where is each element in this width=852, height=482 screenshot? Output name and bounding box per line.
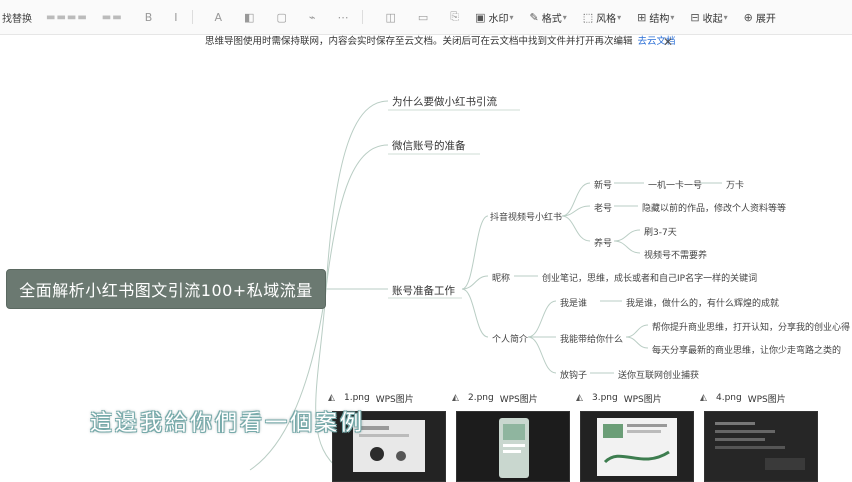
image-file-icon: ◭ xyxy=(700,393,707,403)
node-who-detail[interactable]: 我是谁，做什么的，有什么辉煌的成就 xyxy=(626,299,780,309)
attachment-filename: 4.png xyxy=(716,393,742,403)
node-nickname[interactable]: 昵称 xyxy=(492,274,511,284)
attachment-app: WPS图片 xyxy=(499,394,538,405)
attachment-filename: 1.png xyxy=(344,393,370,403)
border-icon[interactable]: ▢ xyxy=(276,10,287,24)
node-nickname-detail[interactable]: 创业笔记，思维，成长或者和自己IP名字一样的关键词 xyxy=(542,274,758,284)
chevron-down-icon: ▾ xyxy=(670,12,675,22)
node-new-account[interactable]: 新号 xyxy=(594,181,613,191)
node-hook[interactable]: 放钩子 xyxy=(560,371,588,381)
cloud-docs-link[interactable]: 去云文档 xyxy=(637,36,676,47)
chevron-down-icon: ▾ xyxy=(617,12,622,22)
attachment-icon[interactable]: ⎘ xyxy=(450,10,460,23)
node-give-detail-2[interactable]: 每天分享最新的商业思维，让你少走弯路之类的 xyxy=(652,346,842,356)
expand-icon: ⊕ xyxy=(743,10,753,24)
node-old-account-detail[interactable]: 隐藏以前的作品，修改个人资料等等 xyxy=(642,204,787,214)
toolbar: 找替换 ▬▬▬▬ ▬▬ B I A ◧ ▢ ⌁ ⋯ ◫ ▭ ⎘ ▣ 水印 ▾ ✎… xyxy=(0,0,852,35)
node-who-am-i[interactable]: 我是谁 xyxy=(560,299,588,309)
more-icon[interactable]: ⋯ xyxy=(337,10,349,24)
structure-icon: ⊞ xyxy=(637,10,647,24)
italic-icon[interactable]: I xyxy=(174,10,178,24)
watermark-menu[interactable]: ▣ 水印 ▾ xyxy=(475,10,514,25)
collapse-icon: ⊟ xyxy=(690,10,700,24)
node-new-account-detail-2[interactable]: 万卡 xyxy=(726,181,745,191)
node-old-account[interactable]: 老号 xyxy=(594,204,613,214)
chevron-down-icon: ▾ xyxy=(509,12,514,22)
mindmap-root-node[interactable]: 全面解析小红书图文引流100+私域流量 xyxy=(6,269,326,309)
node-new-account-detail[interactable]: 一机一卡一号 xyxy=(648,181,703,191)
node-what-i-give[interactable]: 我能带给你什么 xyxy=(560,335,624,345)
attachment-header: ◭ 1.png WPS图片 xyxy=(328,389,448,407)
cloud-save-notice: 思维导图使用时需保持联网，内容会实时保存至云文档。关闭后可在云文档中找到文件并打… xyxy=(205,35,676,49)
node-wechat-prep[interactable]: 微信账号的准备 xyxy=(392,140,466,152)
chevron-down-icon: ▾ xyxy=(562,12,567,22)
notice-text: 思维导图使用时需保持联网，内容会实时保存至云文档。关闭后可在云文档中找到文件并打… xyxy=(205,36,633,47)
attachment-app: WPS图片 xyxy=(375,394,414,405)
image-file-icon: ◭ xyxy=(452,393,459,403)
image-file-icon: ◭ xyxy=(328,393,335,403)
attachment-card[interactable]: ◭ 4.png WPS图片 xyxy=(700,389,820,482)
text-color-icon[interactable]: A xyxy=(214,10,223,24)
collapse-menu[interactable]: ⊟ 收起 ▾ xyxy=(690,10,728,25)
attachment-card[interactable]: ◭ 2.png WPS图片 xyxy=(452,389,572,482)
node-raise-days[interactable]: 刷3-7天 xyxy=(644,228,677,238)
attachment-header: ◭ 2.png WPS图片 xyxy=(452,389,572,407)
attachment-header: ◭ 4.png WPS图片 xyxy=(700,389,820,407)
video-subtitle: 這邊我給你們看一個案例 xyxy=(90,411,366,436)
attachment-thumbnail[interactable] xyxy=(580,411,694,482)
brush-icon: ✎ xyxy=(529,10,539,24)
attachment-thumbnail[interactable] xyxy=(704,411,818,482)
node-douyin-channels[interactable]: 抖音视频号小红书 xyxy=(490,213,563,223)
image-icon: ▣ xyxy=(475,10,486,24)
attachment-filename: 3.png xyxy=(592,393,618,403)
toolbar-divider xyxy=(362,10,364,24)
node-why-xiaohongshu[interactable]: 为什么要做小红书引流 xyxy=(392,96,497,108)
node-hook-detail[interactable]: 送你互联网创业捕获 xyxy=(618,371,700,381)
image-attachments: ◭ 1.png WPS图片 ◭ 2.png WPS图片 xyxy=(318,389,852,482)
node-raise-note[interactable]: 视频号不需要养 xyxy=(644,251,708,261)
style-menu[interactable]: ⬚ 风格 ▾ xyxy=(582,10,622,25)
node-profile[interactable]: 个人简介 xyxy=(492,335,529,345)
fill-color-icon[interactable]: ◧ xyxy=(244,10,255,24)
format-menu[interactable]: ✎ 格式 ▾ xyxy=(529,10,567,25)
node-raise-account[interactable]: 养号 xyxy=(594,239,613,249)
node-give-detail-1[interactable]: 帮你提升商业思维，打开认知，分享我的创业心得 xyxy=(652,323,851,333)
attachment-header: ◭ 3.png WPS图片 xyxy=(576,389,696,407)
toolbar-faded-item[interactable]: ▬▬▬▬ xyxy=(46,11,88,23)
attachment-thumbnail[interactable] xyxy=(456,411,570,482)
structure-menu[interactable]: ⊞ 结构 ▾ xyxy=(637,10,675,25)
attachment-filename: 2.png xyxy=(468,393,494,403)
close-icon[interactable]: ✕ xyxy=(663,35,674,49)
link-icon[interactable]: ⌁ xyxy=(308,10,316,24)
style-icon: ⬚ xyxy=(582,10,594,24)
comment-icon[interactable]: ◫ xyxy=(385,10,396,24)
toolbar-faded-item[interactable]: ▬▬ xyxy=(101,11,123,23)
bold-icon[interactable]: B xyxy=(144,10,153,24)
attachment-app: WPS图片 xyxy=(747,394,786,405)
attachment-card[interactable]: ◭ 3.png WPS图片 xyxy=(576,389,696,482)
toolbar-divider xyxy=(191,10,193,24)
image-file-icon: ◭ xyxy=(576,393,583,403)
expand-menu[interactable]: ⊕ 展开 xyxy=(743,10,776,25)
node-account-prep[interactable]: 账号准备工作 xyxy=(392,285,455,297)
attachment-app: WPS图片 xyxy=(623,394,662,405)
chevron-down-icon: ▾ xyxy=(723,12,728,22)
find-replace-button[interactable]: 找替换 xyxy=(2,13,32,25)
label-icon[interactable]: ▭ xyxy=(417,10,429,24)
